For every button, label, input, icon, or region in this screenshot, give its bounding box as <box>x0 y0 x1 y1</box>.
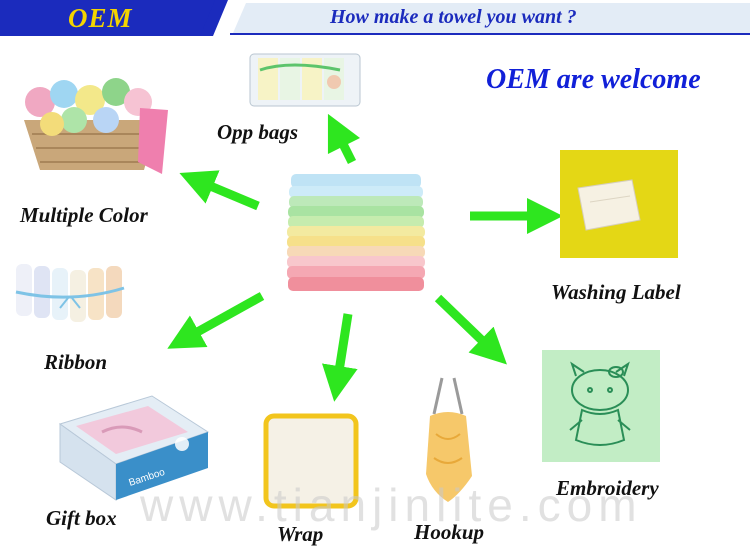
multiple-color-image <box>24 78 168 174</box>
oem-welcome-tagline: OEM are welcome <box>486 64 701 95</box>
wrap-image <box>263 413 359 509</box>
label-ribbon: Ribbon <box>44 350 108 374</box>
label-washing-label: Washing Label <box>551 280 681 304</box>
watermark-text: www.tianjinlite.com <box>140 479 643 531</box>
gift-box-image: Bamboo <box>58 395 210 501</box>
opp-bags-image <box>249 53 361 107</box>
ribbon-image <box>15 264 125 322</box>
header-banner <box>0 0 750 36</box>
label-embroidery: Embroidery <box>556 476 659 500</box>
arrow-to-wrap <box>322 313 358 402</box>
washing-label-image <box>560 150 678 258</box>
center-towel-stack <box>287 174 425 291</box>
arrow-to-ribbon <box>167 292 265 349</box>
label-gift-box: Gift box <box>46 506 117 530</box>
embroidery-image <box>542 350 660 462</box>
oem-tag: OEM <box>68 3 133 33</box>
label-wrap: Wrap <box>277 522 324 546</box>
page-title: How make a towel you want ? <box>330 6 577 28</box>
arrow-to-embroidery <box>434 294 507 365</box>
label-hookup: Hookup <box>414 520 485 544</box>
hookup-image <box>426 377 472 502</box>
arrow-to-multiple-color <box>179 170 260 211</box>
arrow-to-opp-bags <box>327 113 361 165</box>
label-multiple-color: Multiple Color <box>20 203 148 227</box>
label-opp-bags: Opp bags <box>217 120 299 144</box>
